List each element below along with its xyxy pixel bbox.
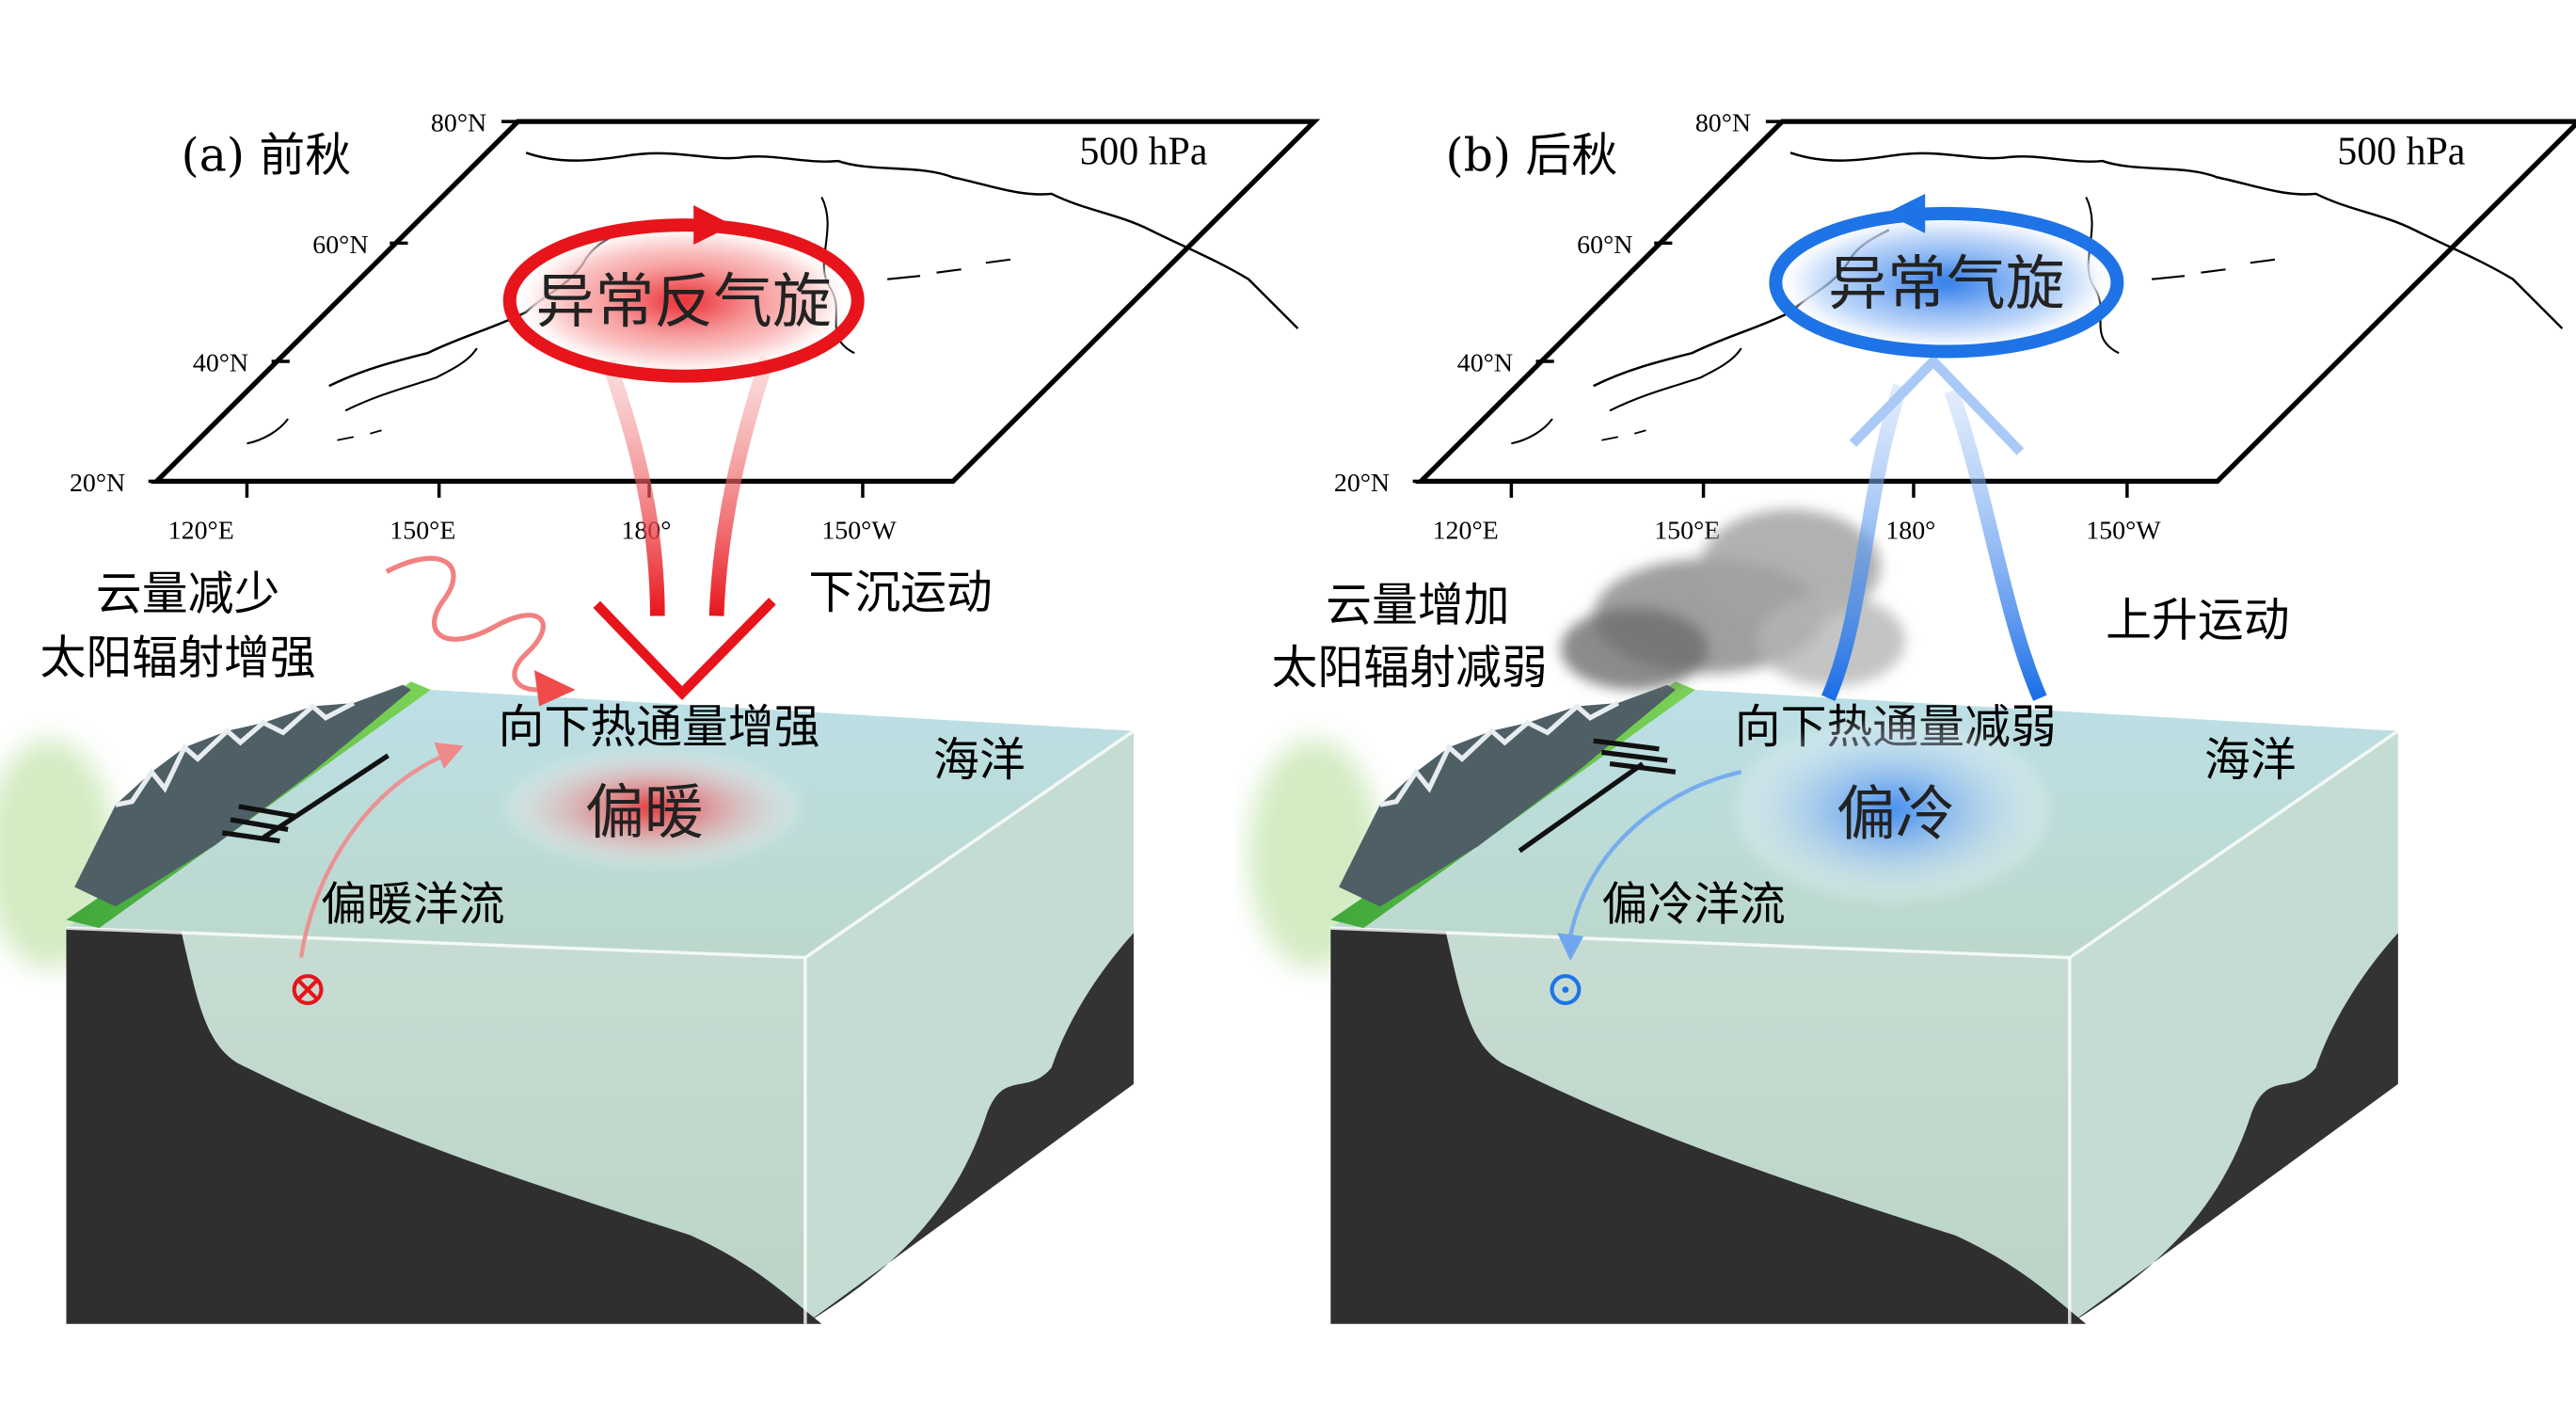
current-label: 偏冷洋流 [1601,877,1785,931]
current-label: 偏暖洋流 [321,877,504,931]
warm-sst-anomaly [504,750,801,866]
ocean-block [0,681,1135,1324]
lat-label-60n: 60°N [1577,231,1632,260]
seafloor-front [1330,928,2087,1324]
panel-title: (a) 前秋 [182,129,352,183]
cyclone-ring [1769,206,2124,359]
lat-label-80n: 80°N [431,109,486,138]
warm-current-path [298,753,445,958]
sea-right-face [804,730,1134,1324]
current-arrow-head [434,742,464,769]
wind-barb-2 [230,817,289,832]
cloud-change-label: 云量减少 [96,567,279,621]
lat-label-80n: 80°N [1695,109,1751,138]
cloud-icon [1560,509,1906,691]
lat-label-20n: 20°N [70,469,125,498]
panel-a: 80°N 60°N 40°N 20°N 120°E 150°E 180° 150… [0,109,1321,1324]
into-page-current-icon: ⊗ [287,960,328,1017]
cold-sst-anomaly [1736,719,2049,901]
pressure-level-label: 500 hPa [2337,131,2466,174]
current-arrow-head [1557,933,1584,962]
cloud-change-label: 云量增加 [1326,579,1509,632]
vertical-motion-label: 上升运动 [2106,593,2289,647]
mountains [1339,684,1676,907]
cold-current-path [1566,770,1742,945]
lon-label-120e: 120°E [1433,516,1499,545]
counterclockwise-arrow-icon [1885,193,1926,233]
down-arrow-head [593,598,776,701]
ocean-label: 海洋 [2204,733,2297,787]
wind-barb-1 [221,830,280,844]
vertical-motion-label: 下沉运动 [808,566,992,619]
wind-barb-1 [1609,760,1677,775]
panel-b: 80°N 60°N 40°N 20°N 120°E 150°E 180° 150… [1248,109,2576,1324]
solar-change-label: 太阳辐射减弱 [1272,641,1548,695]
radiation-arrow-head [533,670,576,707]
up-arrow-head [1849,354,2025,455]
solar-radiation-arrow [385,555,576,707]
circulation-label: 异常气旋 [1828,249,2064,318]
sea-right-face [2069,730,2398,1324]
heat-flux-label: 向下热通量增强 [498,700,819,754]
lat-label-40n: 40°N [193,348,248,377]
lat-label-40n: 40°N [1457,348,1513,377]
alongshore-wind-shaft [1518,761,1645,854]
lon-label-120e: 120°E [168,516,234,545]
ascent-arrows [1821,354,2047,701]
alongshore-wind-shaft [262,753,390,840]
subsidence-arrows [593,356,776,701]
lon-label-180: 180° [1885,516,1935,545]
circulation-label: 异常反气旋 [536,267,832,336]
anticyclone-ring [502,218,865,383]
lat-label-20n: 20°N [1334,469,1390,498]
lon-label-150e: 150°E [1654,516,1720,545]
sst-anomaly-label: 偏冷 [1837,780,1955,849]
out-of-page-current-icon: ⊙ [1545,960,1586,1017]
lat-label-60n: 60°N [312,231,368,260]
seafloor-right [804,933,1134,1324]
solar-change-label: 太阳辐射增强 [40,631,316,685]
mountains [74,684,411,907]
ocean-block [1248,681,2399,1324]
wind-barb-3 [1593,738,1660,752]
lon-label-150e: 150°E [390,516,455,545]
lon-label-150w: 150°W [2086,516,2161,545]
clockwise-arrow-icon [693,205,734,246]
pressure-level-label: 500 hPa [1079,131,1208,174]
seafloor-right [2069,933,2398,1324]
wind-barb-3 [238,804,297,820]
anticyclone: 异常反气旋 [502,205,865,383]
sst-anomaly-label: 偏暖 [585,778,704,847]
ocean-label: 海洋 [933,733,1026,787]
wind-barb-2 [1601,749,1668,763]
seafloor-front [66,928,822,1324]
lon-label-150w: 150°W [821,516,897,545]
cyclone: 异常气旋 [1769,193,2124,359]
panel-title: (b) 后秋 [1446,129,1618,183]
